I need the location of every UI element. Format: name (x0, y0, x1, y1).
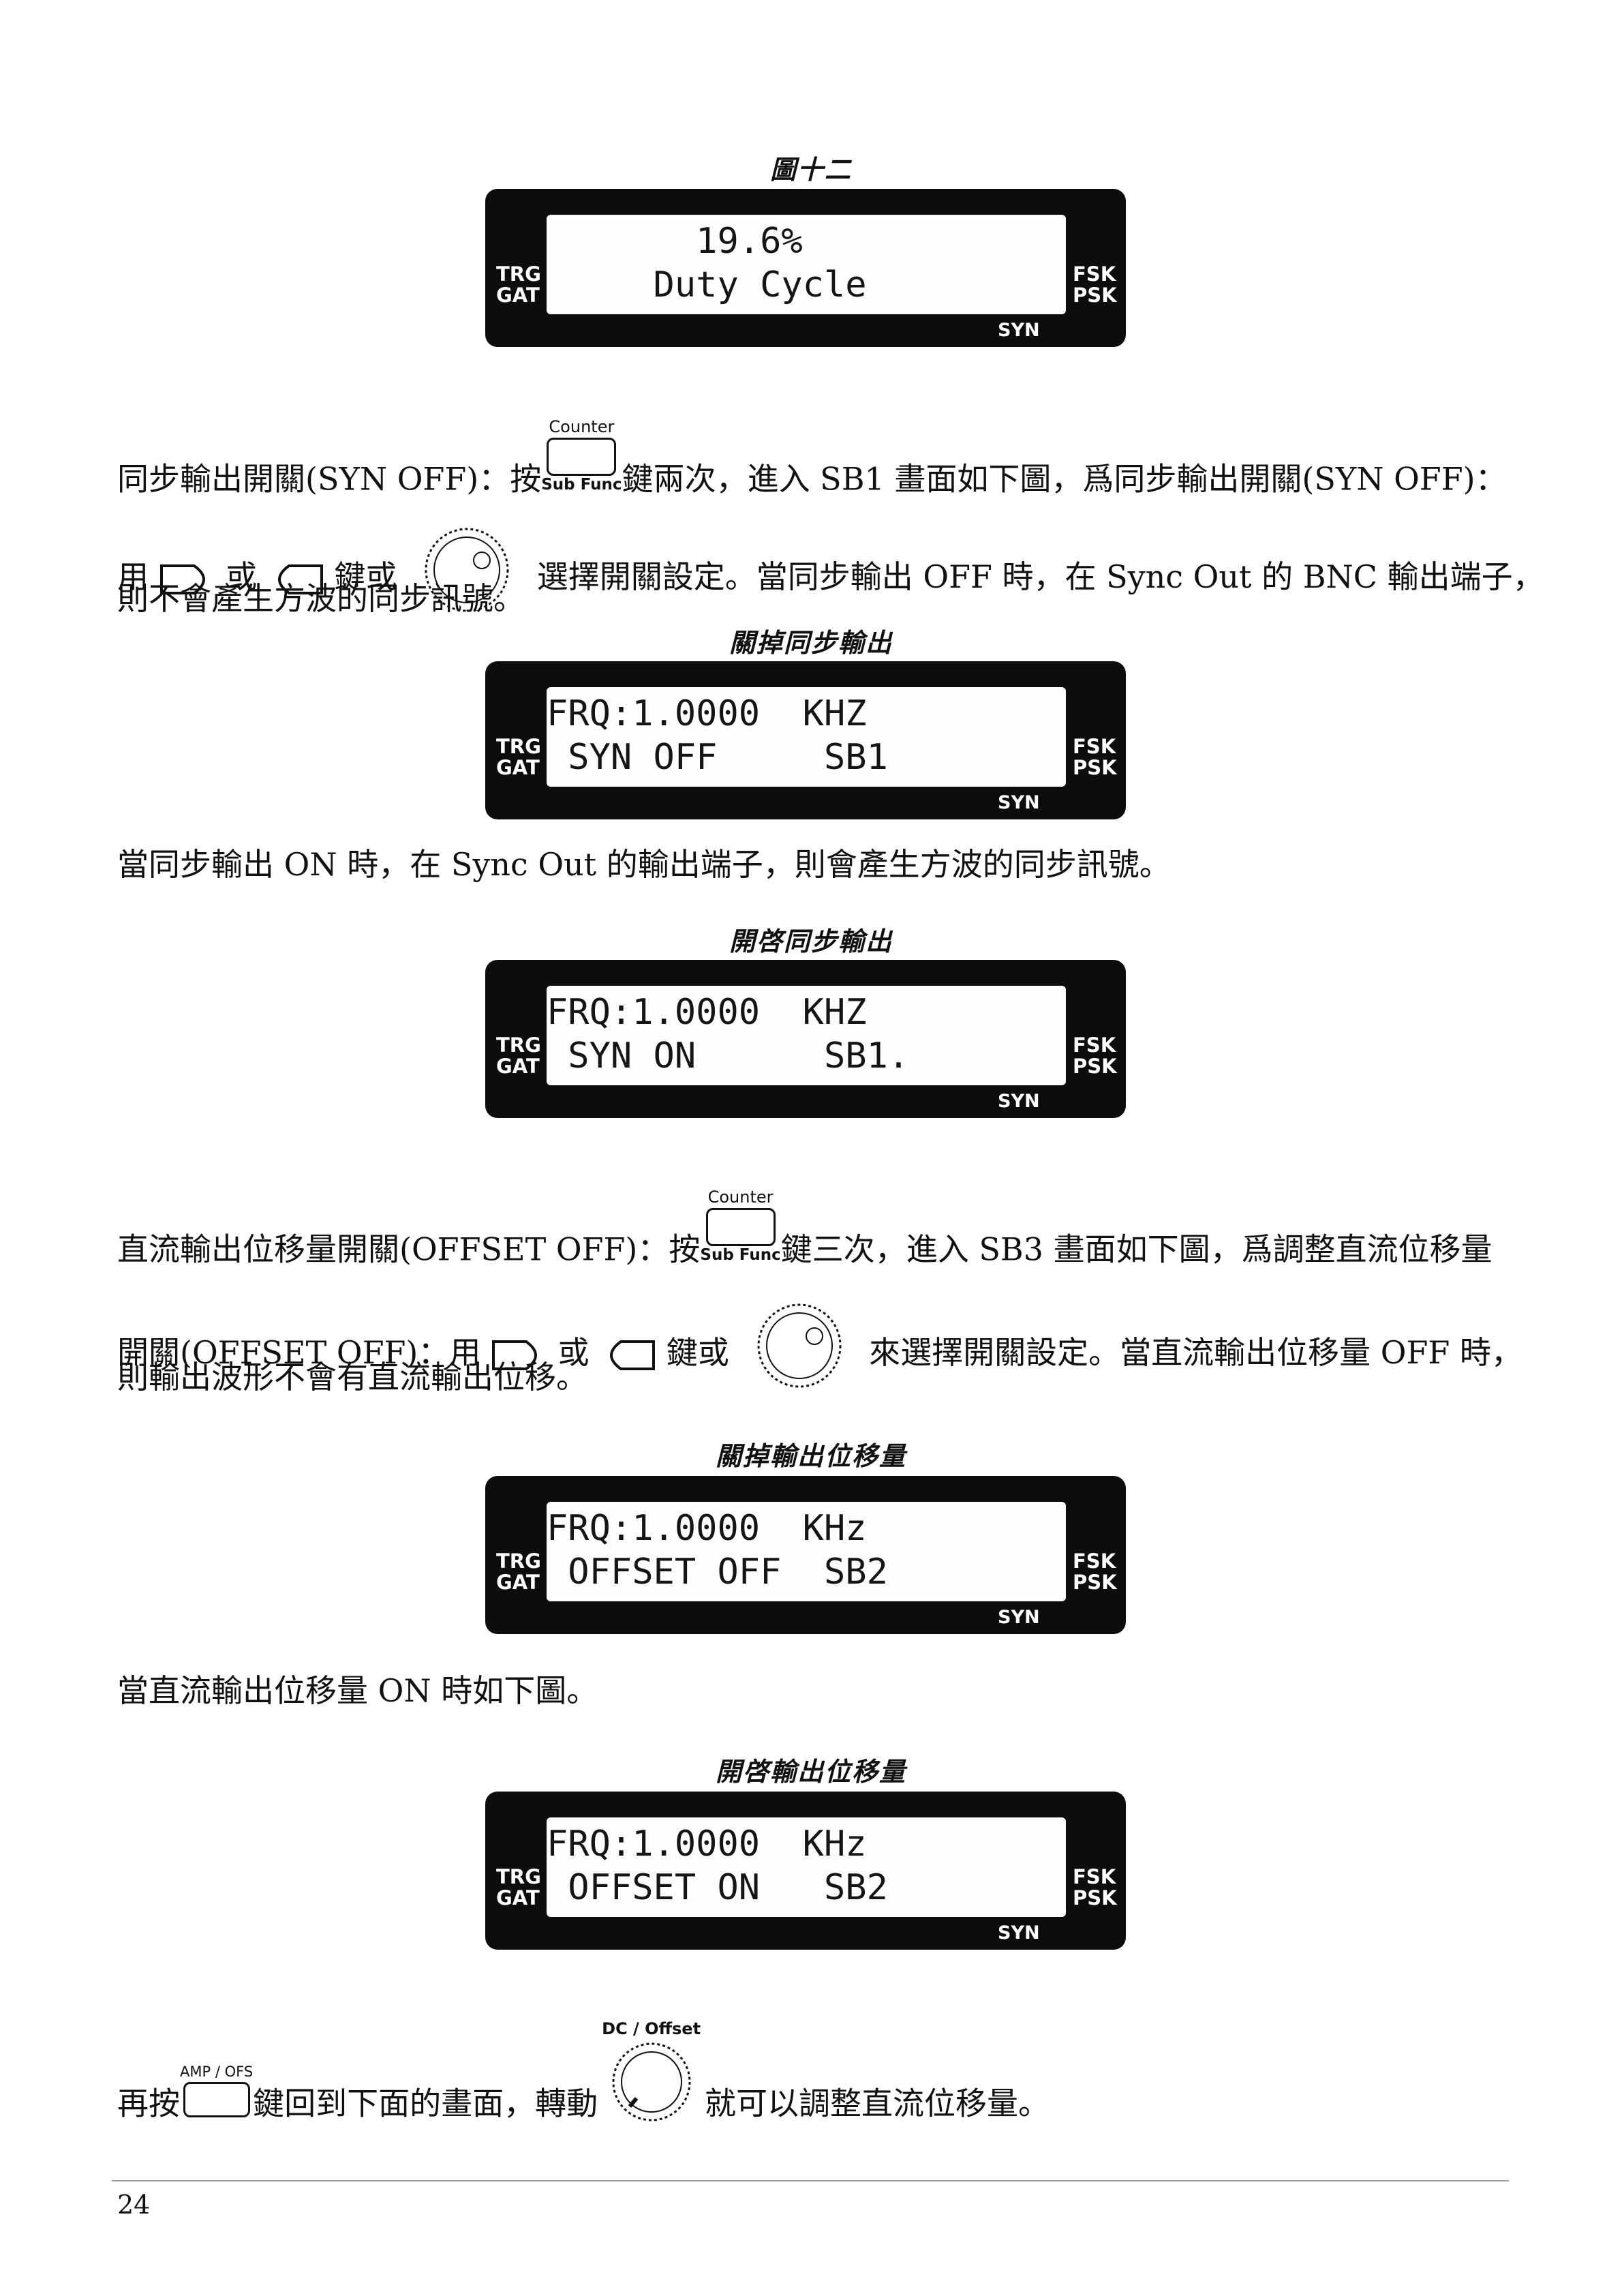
lcd-line-1: 19.6% (547, 221, 803, 262)
right-arrow-key-icon (492, 1340, 537, 1370)
lcd-syn-label: SYN (998, 1922, 1040, 1944)
left-arrow-key-icon (610, 1340, 656, 1370)
lcd-syn-label: SYN (998, 792, 1040, 813)
lcd-line-2: SYN OFF SB1 (547, 737, 888, 778)
rotary-knob-icon (757, 1303, 842, 1388)
paragraph-offset-line2: 開關(OFFSET OFF)：用 或 鍵或 來選擇開關設定。當直流輸出位移量 O… (117, 1303, 1522, 1403)
text: 同步輸出開關(SYN OFF)：按 (117, 460, 542, 498)
lcd-line-2: Duty Cycle (547, 265, 867, 305)
amp-ofs-key-icon: AMP / OFS (180, 2065, 253, 2117)
figure-caption: 關掉同步輸出 (729, 628, 893, 658)
lcd-syn-label: SYN (998, 1607, 1040, 1628)
lcd-screen: 19.6% Duty Cycle (547, 215, 1066, 314)
page-number: 24 (117, 2190, 151, 2220)
lcd-line-2: OFFSET ON SB2 (547, 1867, 888, 1908)
paragraph-offset-line3: 則輸出波形不會有直流輸出位移。 (117, 1359, 587, 1395)
paragraph-syn-line2: 用 或 鍵或 選擇開關設定。當同步輸出 OFF 時，在 Sync Out 的 B… (117, 528, 1544, 627)
paragraph-syn-line3: 則不會產生方波的同步訊號。 (117, 580, 525, 617)
lcd-line-1: FRQ:1.0000 KHZ (547, 992, 867, 1033)
figure-caption: 圖十二 (769, 155, 852, 185)
left-arrow-key-icon (277, 564, 323, 594)
lcd-line-1: FRQ:1.0000 KHz (547, 1508, 867, 1549)
lcd-line-2: OFFSET OFF SB2 (547, 1552, 888, 1592)
paragraph-syn-on: 當同步輸出 ON 時，在 Sync Out 的輸出端子，則會產生方波的同步訊號。 (117, 846, 1171, 883)
lcd-syn-label: SYN (998, 320, 1040, 341)
lcd-screen: FRQ:1.0000 KHZ SYN OFF SB1 (547, 687, 1066, 787)
lcd-syn-label: SYN (998, 1091, 1040, 1112)
lcd-screen: FRQ:1.0000 KHz OFFSET ON SB2 (547, 1817, 1066, 1917)
right-arrow-key-icon (159, 564, 205, 594)
text: 鍵兩次，進入 SB1 畫面如下圖，爲同步輸出開關(SYN OFF)： (622, 460, 1507, 498)
figure-caption: 開啓輸出位移量 (715, 1757, 906, 1787)
lcd-screen: FRQ:1.0000 KHZ SYN ON SB1. (547, 986, 1066, 1085)
figure-caption: 開啓同步輸出 (729, 926, 893, 956)
footer-rule (112, 2180, 1509, 2181)
dc-offset-knob-icon: DC / Offset (602, 2021, 701, 2129)
rotary-knob-icon (425, 528, 509, 612)
figure-caption: 關掉輸出位移量 (715, 1441, 906, 1471)
lcd-line-2: SYN ON SB1. (547, 1036, 910, 1076)
lcd-screen: FRQ:1.0000 KHz OFFSET OFF SB2 (547, 1502, 1066, 1601)
paragraph-offset-on: 當直流輸出位移量 ON 時如下圖。 (117, 1672, 598, 1709)
lcd-line-1: FRQ:1.0000 KHz (547, 1824, 867, 1864)
lcd-line-1: FRQ:1.0000 KHZ (547, 693, 867, 734)
